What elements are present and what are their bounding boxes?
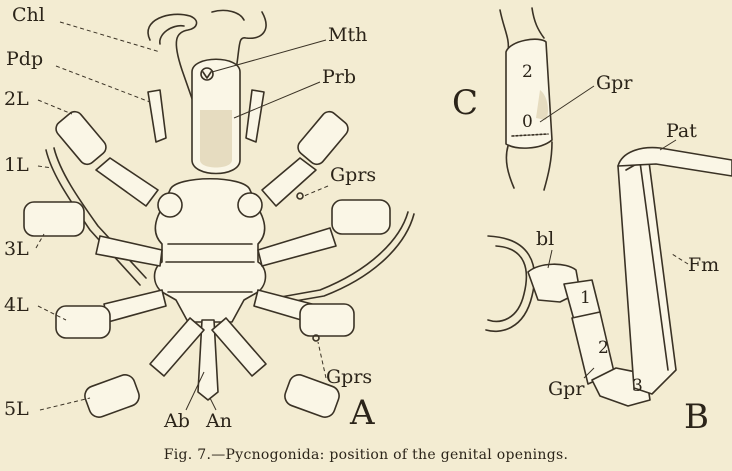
leg-3l-segment xyxy=(96,236,162,266)
leader-fm xyxy=(672,254,688,264)
label-an: An xyxy=(206,412,232,431)
genital-pore-upper xyxy=(297,193,303,199)
leg-5l-tip xyxy=(82,372,142,420)
panel-c-lower-left xyxy=(506,146,514,188)
leg-4l-tip xyxy=(56,306,110,338)
leader-mth xyxy=(212,40,326,72)
leg2-base-left xyxy=(158,193,182,217)
panel-c-drawing xyxy=(500,8,594,190)
panel-c-letter: C xyxy=(452,86,478,120)
leader-pdp xyxy=(56,66,150,102)
leader-prb xyxy=(234,82,320,118)
proboscis-shade xyxy=(200,110,232,168)
leg-5l-segment xyxy=(150,318,204,376)
panel-c-upper-left xyxy=(500,10,508,52)
panel-c-upper-right xyxy=(532,8,544,38)
leg-3r-segment xyxy=(258,228,336,266)
label-2l: 2L xyxy=(4,90,29,109)
label-bl: bl xyxy=(536,230,554,249)
label-mth: Mth xyxy=(328,26,367,45)
label-b-seg1: 1 xyxy=(580,290,591,307)
label-b-seg3: 3 xyxy=(632,378,643,395)
chelifore-right-tip xyxy=(212,10,244,20)
label-prb: Prb xyxy=(322,68,356,87)
label-4l: 4L xyxy=(4,296,29,315)
label-gprs-lower: Gprs xyxy=(326,368,372,387)
leg-2r-tip xyxy=(295,108,351,167)
leader-2l xyxy=(38,100,72,114)
label-c-opening: 0 xyxy=(522,114,533,131)
label-pdp: Pdp xyxy=(6,50,43,69)
palp-right xyxy=(246,90,264,142)
label-pat: Pat xyxy=(666,122,697,141)
label-c-seg2: 2 xyxy=(522,64,533,81)
label-gprs-upper: Gprs xyxy=(330,166,376,185)
leader-an xyxy=(210,398,216,410)
label-b-gpr: Gpr xyxy=(548,380,584,399)
leg-2r-segment xyxy=(262,158,316,206)
femur xyxy=(618,154,676,394)
panel-c-lower-right xyxy=(544,142,552,190)
leg-2l-tip xyxy=(53,108,109,167)
panel-b-letter: B xyxy=(684,400,709,434)
leader-1l xyxy=(38,166,52,168)
label-ab: Ab xyxy=(164,412,190,431)
panel-a-letter: A xyxy=(350,396,375,430)
label-5l: 5L xyxy=(4,400,29,419)
label-b-seg2: 2 xyxy=(598,340,609,357)
leader-5l xyxy=(40,398,90,410)
label-c-gpr: Gpr xyxy=(596,74,632,93)
label-3l: 3L xyxy=(4,240,29,259)
chelifore-left-inner xyxy=(160,26,184,44)
leg-4l-segment xyxy=(104,290,166,322)
leader-gprs-upper xyxy=(304,186,328,196)
leg-5r-segment xyxy=(212,318,266,376)
leg-3r-tip xyxy=(332,200,390,234)
label-fm: Fm xyxy=(688,256,719,275)
palp-left xyxy=(148,90,166,142)
body-lobe-inner xyxy=(488,246,526,321)
leg2-base-right xyxy=(238,193,262,217)
leader-gprs-lower xyxy=(318,342,326,378)
leg-2l-segment xyxy=(96,158,158,206)
leg-3l-tip xyxy=(24,202,84,236)
label-chl: Chl xyxy=(12,6,45,25)
label-1l: 1L xyxy=(4,156,29,175)
leg-4r-tip xyxy=(300,304,354,336)
leader-chl xyxy=(60,22,160,52)
figure-caption: Fig. 7.—Pycnogonida: position of the gen… xyxy=(0,447,732,463)
